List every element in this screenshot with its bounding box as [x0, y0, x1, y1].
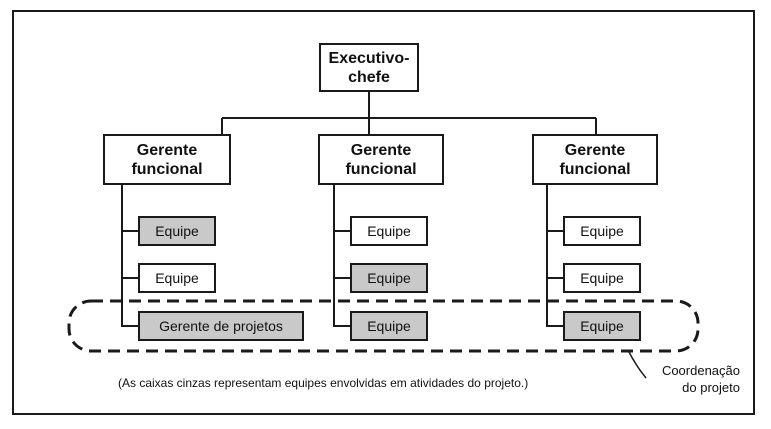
team-box-c2-r3: Equipe	[350, 311, 428, 341]
team-label: Equipe	[155, 223, 199, 239]
team-label: Equipe	[580, 318, 624, 334]
coordination-pointer	[627, 349, 647, 379]
project-manager-box: Gerente de projetos	[138, 311, 304, 341]
team-box-c3-r2: Equipe	[563, 263, 641, 293]
coordination-outline	[67, 299, 700, 353]
team-box-c3-r1: Equipe	[563, 216, 641, 246]
manager-line2: funcional	[559, 160, 631, 178]
team-label: Equipe	[580, 223, 624, 239]
executive-line2: chefe	[348, 68, 390, 86]
functional-manager-2: Gerente funcional	[318, 134, 444, 185]
executive-line1: Executivo-	[328, 49, 410, 67]
team-box-c2-r1: Equipe	[350, 216, 428, 246]
manager-line1: Gerente	[350, 141, 412, 159]
manager-line1: Gerente	[136, 141, 198, 159]
coordination-label: Coordenação do projeto	[630, 362, 740, 396]
manager-line2: funcional	[131, 160, 203, 178]
team-box-c1-r2: Equipe	[138, 263, 216, 293]
footnote: (As caixas cinzas representam equipes en…	[118, 376, 529, 390]
coordination-line1: Coordenação	[661, 363, 740, 378]
functional-manager-1: Gerente funcional	[103, 134, 231, 185]
team-label: Equipe	[580, 270, 624, 286]
team-box-c1-r1: Equipe	[138, 216, 216, 246]
team-label: Equipe	[367, 223, 411, 239]
team-box-c3-r3: Equipe	[563, 311, 641, 341]
manager-line2: funcional	[345, 160, 417, 178]
team-box-c2-r2: Equipe	[350, 263, 428, 293]
team-label: Gerente de projetos	[159, 318, 283, 334]
coordination-line2: do projeto	[682, 380, 740, 395]
team-label: Equipe	[367, 318, 411, 334]
team-label: Equipe	[367, 270, 411, 286]
team-label: Equipe	[155, 270, 199, 286]
manager-line1: Gerente	[564, 141, 626, 159]
functional-manager-3: Gerente funcional	[532, 134, 658, 185]
executive-box: Executivo- chefe	[319, 43, 419, 92]
